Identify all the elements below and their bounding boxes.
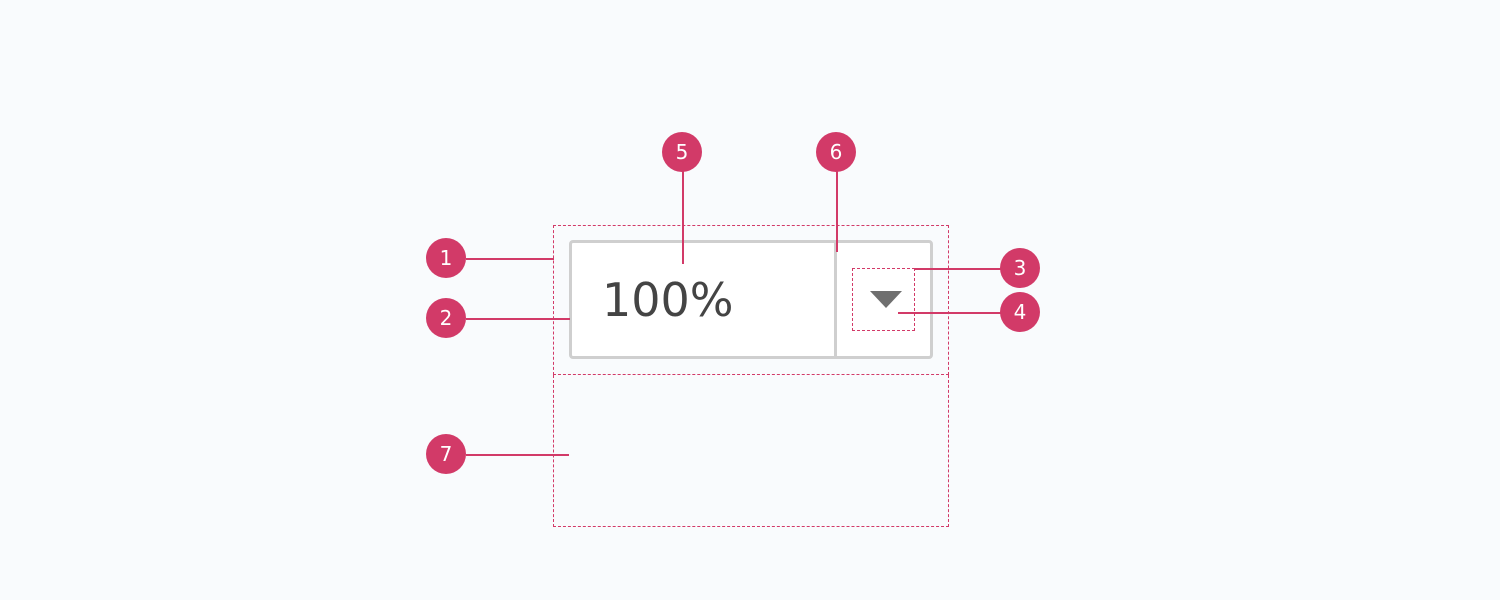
field-divider [834, 243, 837, 356]
leader-menu [466, 454, 569, 456]
container-outline [553, 225, 949, 375]
selected-value: 100% [602, 273, 734, 327]
triangle-down-icon[interactable] [870, 291, 902, 308]
marker-dropdown-icon: 4 [1000, 292, 1040, 332]
icon-target-outline [852, 268, 915, 331]
leader-field [466, 318, 570, 320]
leader-icon-area [914, 268, 1001, 270]
marker-divider: 6 [816, 132, 856, 172]
marker-menu: 7 [426, 434, 466, 474]
marker-container: 1 [426, 238, 466, 278]
leader-container [466, 258, 554, 260]
leader-dropdown-icon [898, 312, 1001, 314]
marker-icon-area: 3 [1000, 248, 1040, 288]
leader-divider [836, 171, 838, 252]
marker-input-text: 5 [662, 132, 702, 172]
marker-field: 2 [426, 298, 466, 338]
leader-input-text [682, 171, 684, 264]
menu-area-outline [553, 375, 949, 527]
